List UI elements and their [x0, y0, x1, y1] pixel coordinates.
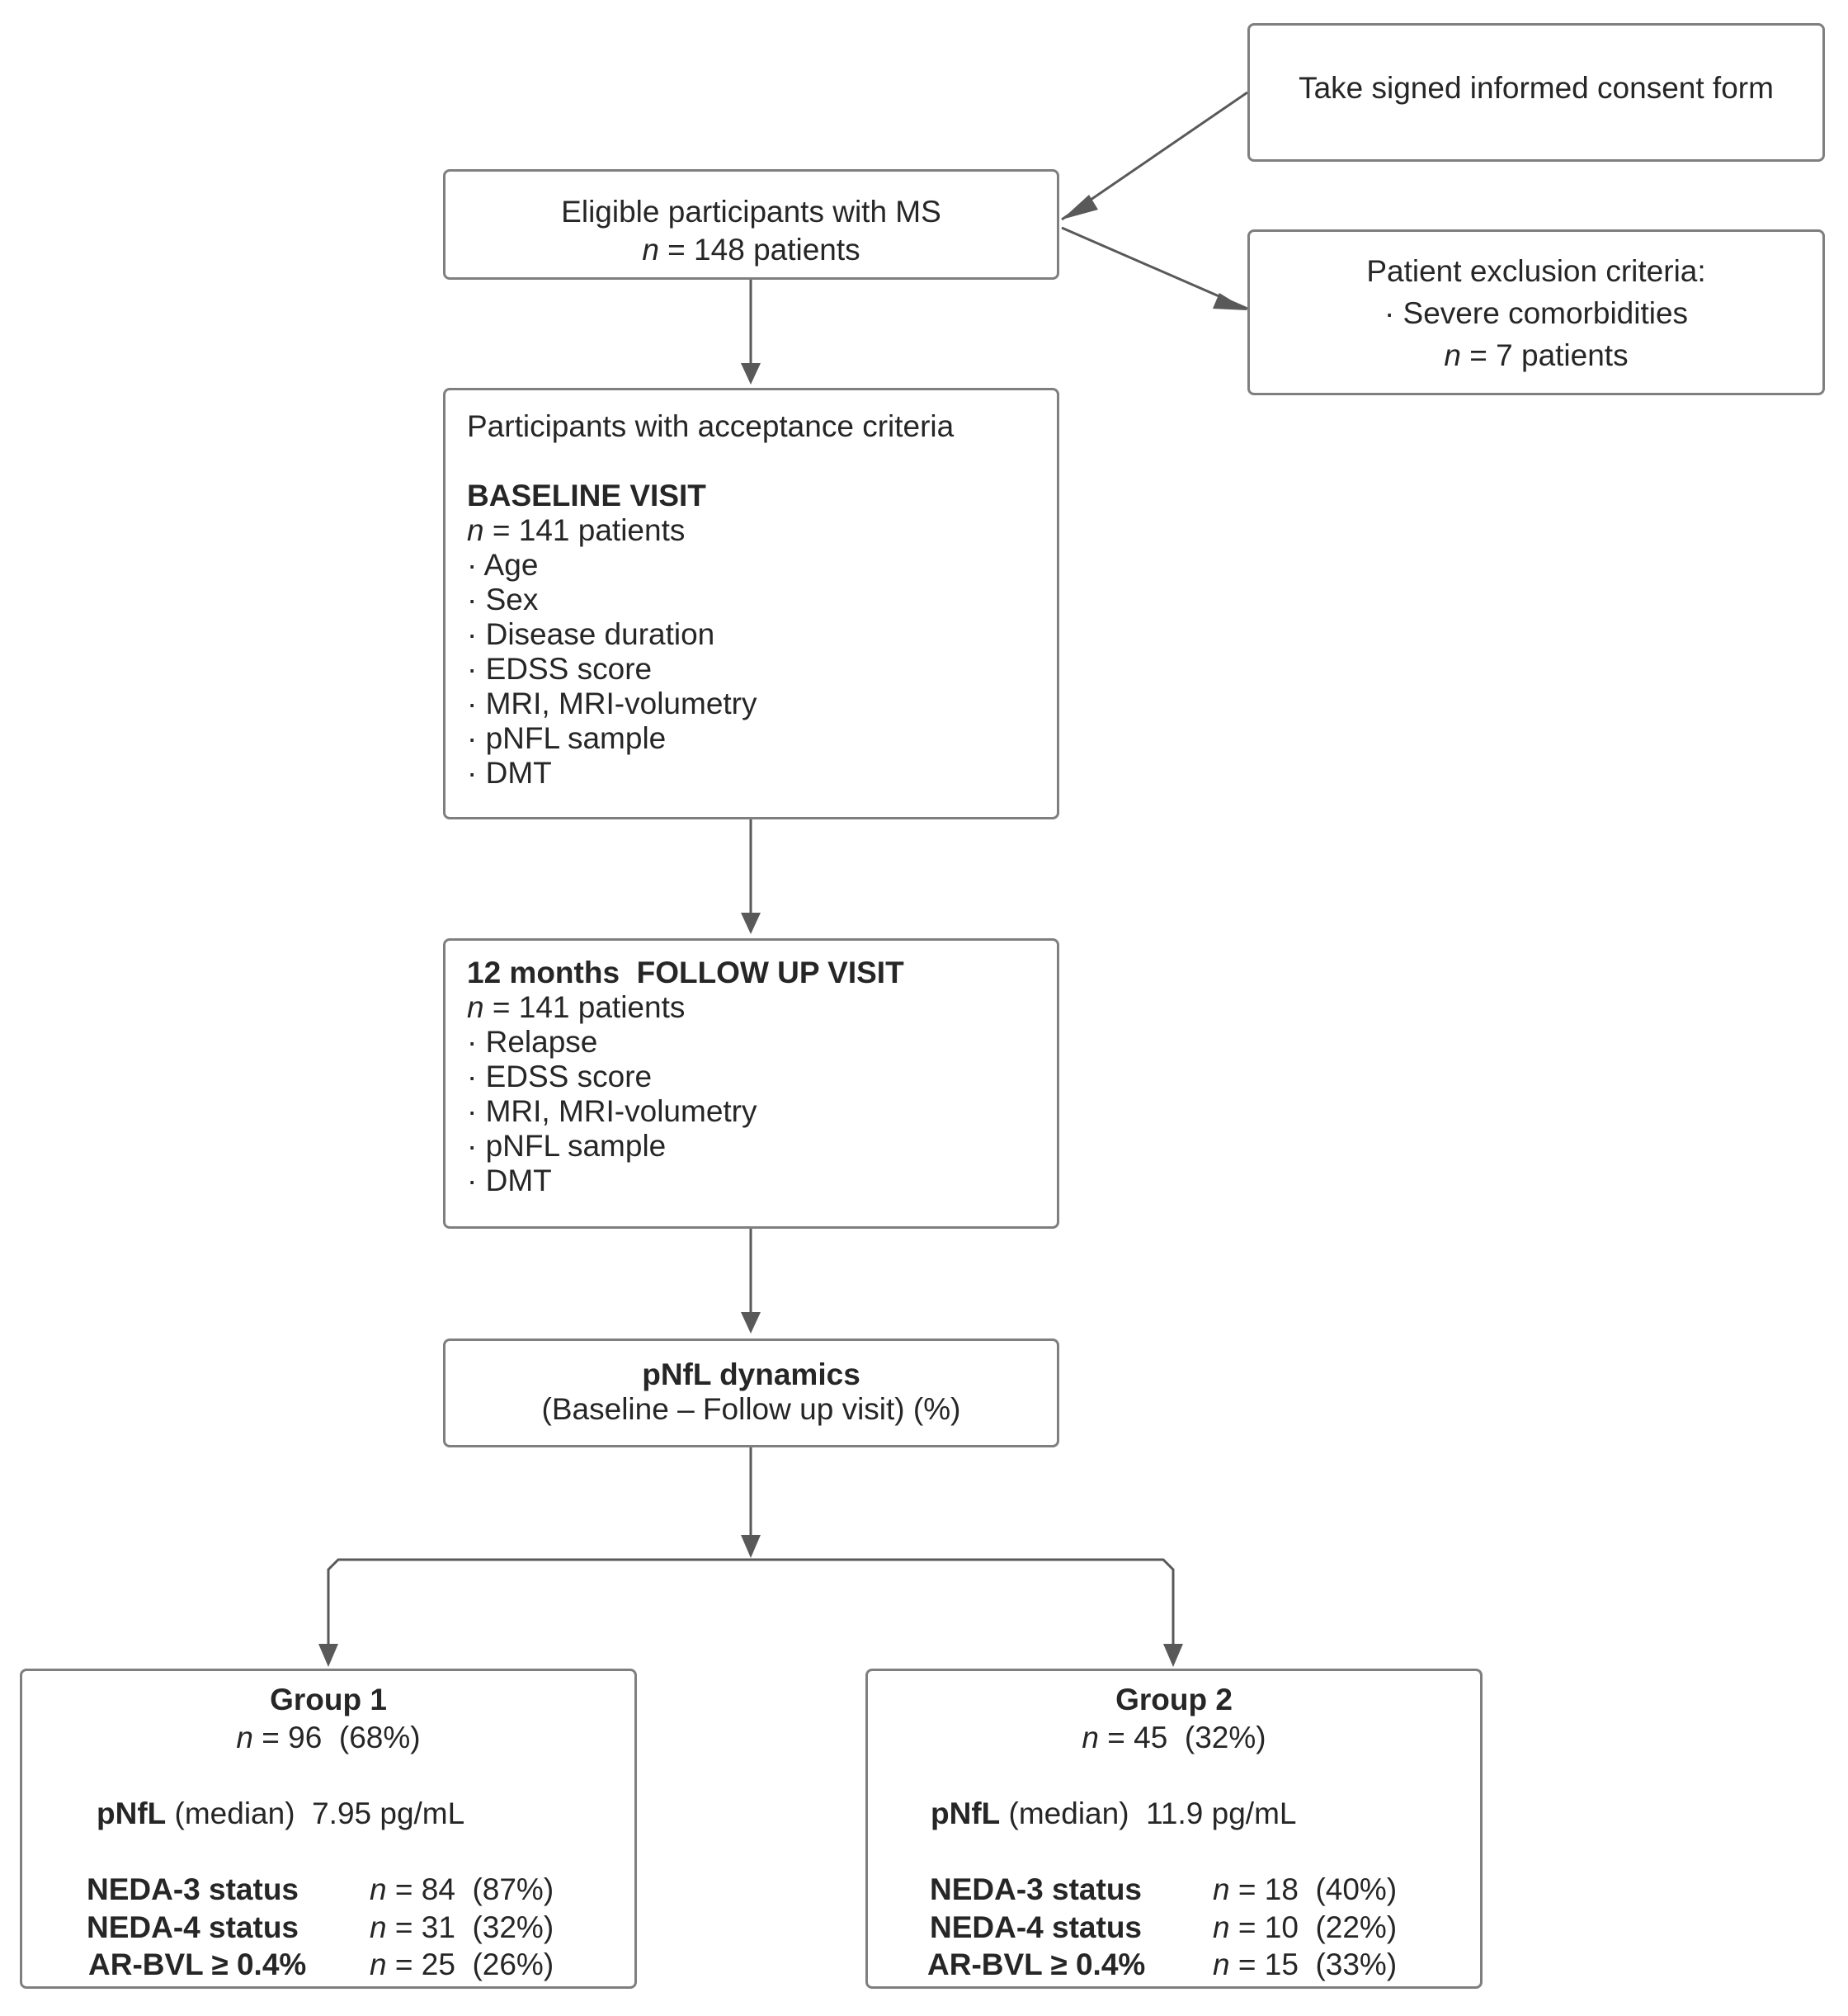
- exclusion-title: Patient exclusion criteria:: [1366, 254, 1706, 288]
- group1-stat-label: NEDA-4 status: [87, 1910, 299, 1944]
- baseline-item: · Sex: [467, 583, 539, 616]
- group2-pnfl: pNfL (median) 11.9 pg/mL: [931, 1796, 1297, 1830]
- group2-stat-label: NEDA-3 status: [930, 1872, 1142, 1906]
- group1-pnfl: pNfL (median) 7.95 pg/mL: [97, 1796, 465, 1830]
- baseline-count: n = 141 patients: [467, 513, 686, 547]
- group1-stat-value: n = 31 (32%): [370, 1910, 554, 1944]
- group1-stat-label: NEDA-3 status: [87, 1872, 299, 1906]
- dynamics-box: pNfL dynamics (Baseline – Follow up visi…: [443, 1338, 1059, 1447]
- group1-title: Group 1: [270, 1683, 387, 1716]
- group2-title: Group 2: [1115, 1683, 1233, 1716]
- arrowhead-dynamics: [741, 1312, 761, 1334]
- dynamics-title: pNfL dynamics: [642, 1357, 860, 1391]
- consent-text: Take signed informed consent form: [1299, 71, 1774, 105]
- followup-item: · DMT: [467, 1164, 552, 1197]
- group2-stat-value: n = 10 (22%): [1213, 1910, 1398, 1944]
- group2-stat-label: AR-BVL ≥ 0.4%: [927, 1948, 1146, 1981]
- baseline-item: · pNFL sample: [467, 721, 667, 755]
- baseline-item: · EDSS score: [467, 652, 653, 686]
- group2-stat-value: n = 15 (33%): [1213, 1948, 1398, 1981]
- exclusion-box: Patient exclusion criteria: · Severe com…: [1247, 229, 1825, 395]
- group2-box: Group 2 n = 45 (32%) pNfL (median) 11.9 …: [865, 1669, 1483, 1989]
- baseline-item: · Disease duration: [467, 617, 715, 651]
- exclusion-count: n = 7 patients: [1444, 338, 1629, 372]
- followup-item: · pNFL sample: [467, 1129, 667, 1163]
- eligible-count: n = 148 patients: [642, 233, 860, 267]
- baseline-item: · Age: [467, 548, 539, 582]
- group1-box: Group 1 n = 96 (68%) pNfL (median) 7.95 …: [20, 1669, 637, 1989]
- exclusion-item: · Severe comorbidities: [1384, 296, 1689, 330]
- arrowhead-eligible: [1062, 195, 1098, 220]
- arrowhead-group1: [318, 1644, 338, 1667]
- arrowhead-baseline: [741, 363, 761, 385]
- eligible-label: Eligible participants with MS: [561, 195, 941, 229]
- arrowhead-split: [741, 1535, 761, 1558]
- followup-item: · Relapse: [467, 1025, 598, 1059]
- arrowhead-followup: [741, 913, 761, 934]
- arrow-eligible-to-exclusion: [1061, 226, 1248, 310]
- baseline-item: · DMT: [467, 756, 552, 790]
- group1-stat-value: n = 84 (87%): [370, 1872, 554, 1906]
- arrowhead-exclusion: [1213, 293, 1247, 310]
- followup-box: 12 months FOLLOW UP VISIT n = 141 patien…: [443, 938, 1059, 1229]
- group2-stat-value: n = 18 (40%): [1213, 1872, 1398, 1906]
- eligible-box: Eligible participants with MS n = 148 pa…: [443, 169, 1059, 280]
- split-line: [327, 1558, 1175, 1650]
- consent-box: Take signed informed consent form: [1247, 23, 1825, 162]
- baseline-spacer: [467, 444, 1057, 479]
- group1-count: n = 96 (68%): [236, 1721, 421, 1754]
- arrow-consent-to-eligible: [1061, 91, 1248, 221]
- followup-heading: 12 months FOLLOW UP VISIT: [467, 956, 904, 989]
- baseline-heading: BASELINE VISIT: [467, 479, 706, 512]
- group1-stat-value: n = 25 (26%): [370, 1948, 554, 1981]
- baseline-box: Participants with acceptance criteria BA…: [443, 388, 1059, 819]
- followup-item: · EDSS score: [467, 1060, 653, 1093]
- baseline-intro: Participants with acceptance criteria: [467, 409, 955, 443]
- group2-count: n = 45 (32%): [1082, 1721, 1266, 1754]
- group2-stat-label: NEDA-4 status: [930, 1910, 1142, 1944]
- followup-count: n = 141 patients: [467, 990, 686, 1024]
- dynamics-subtitle: (Baseline – Follow up visit) (%): [541, 1392, 961, 1426]
- arrowhead-group2: [1163, 1644, 1183, 1667]
- group1-stat-label: AR-BVL ≥ 0.4%: [88, 1948, 307, 1981]
- followup-item: · MRI, MRI-volumetry: [467, 1094, 757, 1128]
- baseline-item: · MRI, MRI-volumetry: [467, 687, 757, 720]
